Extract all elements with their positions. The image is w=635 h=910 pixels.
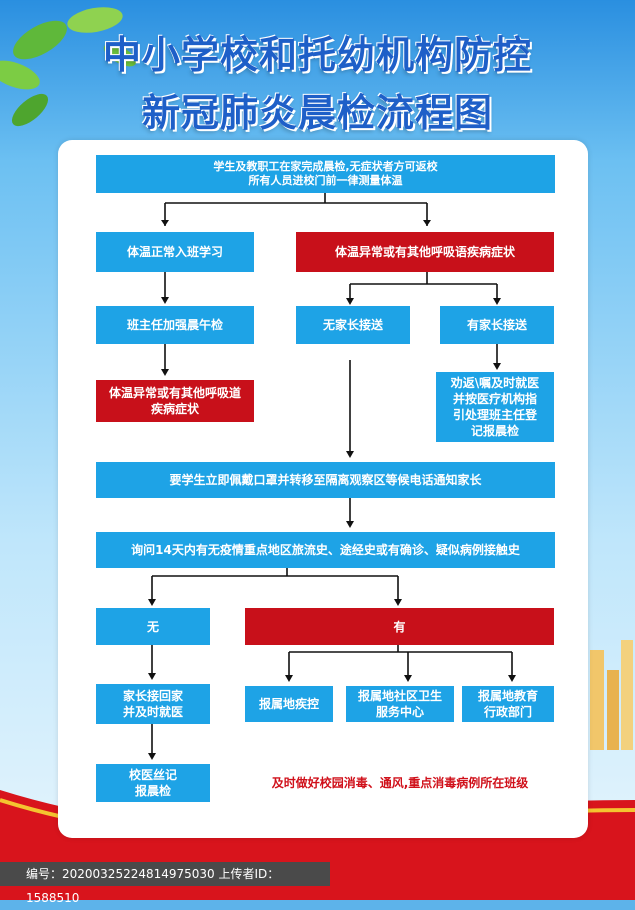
normal-temp-box: 体温正常入班学习 bbox=[96, 232, 254, 272]
parent-pickup-box: 家长接回家 并及时就医 bbox=[96, 684, 210, 724]
title-line-2: 新冠肺炎晨检流程图 bbox=[141, 91, 493, 135]
buildings-decoration bbox=[590, 640, 633, 750]
report-cdc-box: 报属地疾控 bbox=[245, 686, 333, 722]
inquire-box: 询问14天内有无疫情重点地区旅流史、途经史或有确诊、疑似病例接触史 bbox=[96, 532, 555, 568]
has-parent-text: 有家长接送 bbox=[466, 318, 527, 332]
abnormal-temp-text: 体温异常或有其他呼吸语疾病症状 bbox=[334, 245, 515, 259]
isolate-box: 要学生立即佩戴口罩并转移至隔离观察区等候电话通知家长 bbox=[96, 462, 555, 498]
school-doctor-box: 校医丝记 报晨检 bbox=[96, 764, 210, 802]
noon-check-box: 班主任加强晨午检 bbox=[96, 306, 254, 344]
yes-text: 有 bbox=[393, 619, 406, 634]
school-doctor-text: 校医丝记 报晨检 bbox=[128, 768, 177, 798]
no-box: 无 bbox=[96, 608, 210, 645]
advise-box: 劝返\嘱及时就医 并按医疗机构指 引处理班主任登 记报晨检 bbox=[436, 372, 554, 442]
report-community-text: 报属地社区卫生 服务中心 bbox=[357, 689, 442, 719]
footer-bar: 编号：20200325224814975030 上传者ID：1588510 bbox=[0, 862, 330, 905]
title-line-1: 中小学校和托幼机构防控 bbox=[102, 33, 532, 77]
parent-pickup-text: 家长接回家 并及时就医 bbox=[122, 689, 183, 719]
yes-box: 有 bbox=[245, 608, 554, 645]
no-parent-text: 无家长接送 bbox=[322, 318, 383, 332]
has-parent-box: 有家长接送 bbox=[440, 306, 554, 344]
inquire-text: 询问14天内有无疫情重点地区旅流史、途经史或有确诊、疑似病例接触史 bbox=[131, 543, 520, 557]
isolate-text: 要学生立即佩戴口罩并转移至隔离观察区等候电话通知家长 bbox=[169, 473, 482, 487]
abnormal-temp-box: 体温异常或有其他呼吸语疾病症状 bbox=[296, 232, 554, 272]
no-parent-box: 无家长接送 bbox=[296, 306, 410, 344]
normal-temp-text: 体温正常入班学习 bbox=[126, 245, 223, 259]
report-community-box: 报属地社区卫生 服务中心 bbox=[346, 686, 454, 722]
start-box: 学生及教职工在家完成晨检,无症状者方可返校 所有人员进校门前一律测量体温 bbox=[96, 155, 555, 193]
report-cdc-text: 报属地疾控 bbox=[258, 697, 319, 711]
report-edu-text: 报属地教育 行政部门 bbox=[477, 689, 538, 719]
advise-text: 劝返\嘱及时就医 并按医疗机构指 引处理班主任登 记报晨检 bbox=[450, 376, 540, 438]
report-edu-box: 报属地教育 行政部门 bbox=[462, 686, 554, 722]
start-text: 学生及教职工在家完成晨检,无症状者方可返校 所有人员进校门前一律测量体温 bbox=[213, 160, 438, 187]
no-text: 无 bbox=[146, 619, 159, 634]
leaves-decoration bbox=[0, 7, 137, 127]
noon-abnormal-box: 体温异常或有其他呼吸道 疾病症状 bbox=[96, 380, 254, 422]
disinfection-note: 及时做好校园消毒、通风,重点消毒病例所在班级 bbox=[271, 776, 529, 790]
noon-abnormal-text: 体温异常或有其他呼吸道 疾病症状 bbox=[108, 386, 241, 416]
noon-check-text: 班主任加强晨午检 bbox=[126, 318, 223, 332]
